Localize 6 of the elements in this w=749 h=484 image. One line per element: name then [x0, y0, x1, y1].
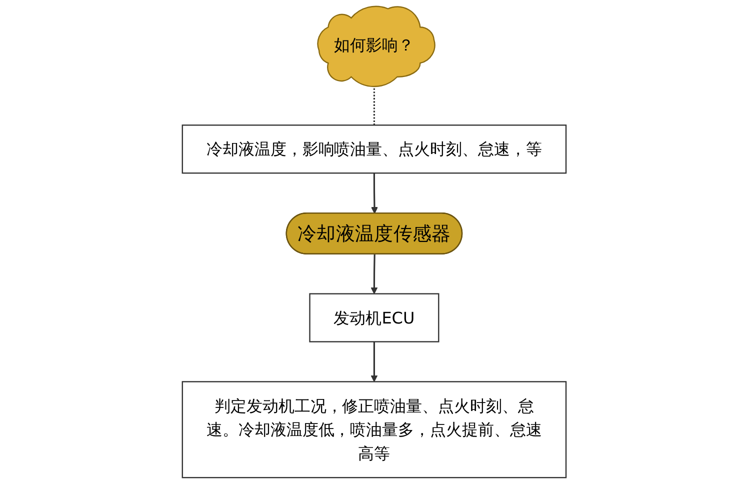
- node-box: 判定发动机工况，修正喷油量、点火时刻、怠速。冷却液温度低，喷油量多，点火提前、怠速高等: [182, 381, 567, 478]
- node-box: 发动机ECU: [309, 293, 440, 342]
- arrow: [370, 342, 378, 382]
- node-box: 冷却液温度，影响喷油量、点火时刻、怠速，等: [182, 124, 567, 174]
- arrow: [370, 254, 378, 294]
- arrow: [371, 173, 378, 214]
